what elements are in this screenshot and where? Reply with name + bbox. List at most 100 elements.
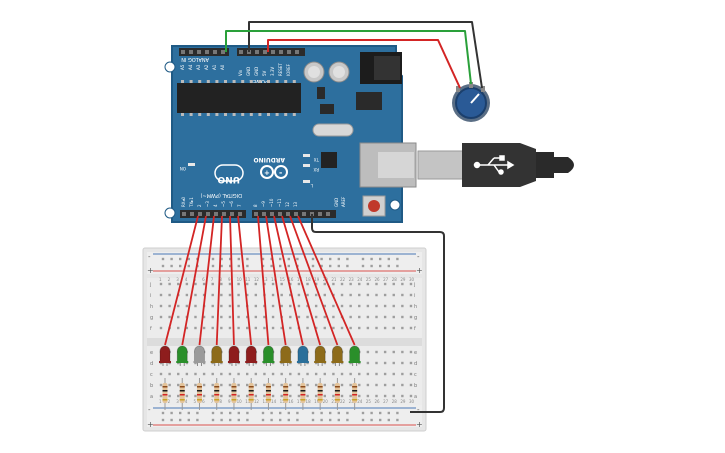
breadboard-hole xyxy=(340,394,344,398)
column-number: 10 xyxy=(237,399,243,404)
breadboard-hole xyxy=(366,315,370,319)
rail-hole xyxy=(370,411,373,415)
breadboard-hole xyxy=(263,383,266,387)
breadboard-hole xyxy=(168,293,171,297)
wire-red-pin-to-led xyxy=(164,215,199,346)
potentiometer[interactable] xyxy=(452,82,490,122)
rail-hole xyxy=(229,411,232,415)
analog-pin-label: A5 xyxy=(180,64,185,70)
chip-pin xyxy=(249,80,253,83)
breadboard-hole xyxy=(263,315,266,319)
breadboard-hole xyxy=(185,293,189,297)
column-number: 24 xyxy=(357,277,363,282)
wires xyxy=(164,21,483,413)
breadboard-hole xyxy=(271,293,275,297)
breadboard-hole xyxy=(228,326,232,330)
rail-hole xyxy=(279,418,282,422)
column-number: 27 xyxy=(383,399,389,404)
column-number: 19 xyxy=(314,277,320,282)
breadboard-hole xyxy=(159,326,163,330)
header-pin xyxy=(197,50,201,54)
resistor-band xyxy=(196,386,202,388)
breadboard-hole xyxy=(323,383,326,387)
breadboard-hole xyxy=(349,394,352,398)
column-number: 13 xyxy=(262,277,268,282)
breadboard-hole xyxy=(159,282,163,286)
column-number: 29 xyxy=(400,399,406,404)
breadboard-hole xyxy=(323,293,326,297)
breadboard-hole xyxy=(254,372,258,376)
rail-hole xyxy=(396,257,399,261)
breadboard-hole xyxy=(211,394,214,398)
column-number: 26 xyxy=(375,277,381,282)
digital-header-label: DIGITAL (PWM~) xyxy=(200,192,242,198)
column-number: 2 xyxy=(168,399,171,404)
rail-hole xyxy=(270,411,273,415)
breadboard-hole xyxy=(280,293,283,297)
wire-red-pin-to-led xyxy=(281,215,322,346)
breadboard-hole xyxy=(366,282,370,286)
breadboard-hole xyxy=(392,304,395,308)
breadboard-hole xyxy=(271,394,275,398)
breadboard-hole xyxy=(271,282,275,286)
header-pin xyxy=(295,50,299,54)
reset-button[interactable] xyxy=(368,200,380,212)
capacitor-top xyxy=(333,66,345,78)
resistor-band xyxy=(231,399,237,401)
breadboard-hole xyxy=(289,326,292,330)
resistor-band xyxy=(334,394,340,396)
svg-text:-: - xyxy=(279,168,282,177)
breadboard-hole xyxy=(185,304,189,308)
breadboard-hole xyxy=(228,293,232,297)
breadboard-hole xyxy=(375,394,378,398)
breadboard-hole xyxy=(194,372,197,376)
digital-pin-label: TX▸1 xyxy=(189,197,194,208)
wire-red-pin-to-led xyxy=(198,215,215,346)
usb-cable xyxy=(417,143,574,187)
breadboard-hole xyxy=(314,315,318,319)
header-pin xyxy=(206,212,210,216)
breadboard-hole xyxy=(409,372,413,376)
row-letter: i xyxy=(414,293,415,299)
rail-hole xyxy=(287,418,290,422)
resistor-band xyxy=(283,394,289,396)
digital-pin-label: ~3 xyxy=(205,201,210,207)
breadboard-hole xyxy=(383,326,387,330)
chip-pin xyxy=(224,80,227,83)
breadboard-hole xyxy=(280,304,283,308)
resistor-band xyxy=(248,394,254,396)
usb-b-port-inner xyxy=(378,152,414,178)
wire-green-a0-to-pot xyxy=(225,30,472,85)
header-pin xyxy=(254,212,258,216)
breadboard-hole xyxy=(409,326,413,330)
rail-hole xyxy=(229,257,232,261)
breadboard-hole xyxy=(246,326,249,330)
breadboard-hole xyxy=(332,394,335,398)
led-blue xyxy=(297,345,309,363)
rail-hole xyxy=(329,257,332,261)
row-letter: g xyxy=(150,315,153,321)
rail-hole xyxy=(270,257,273,261)
breadboard-hole xyxy=(177,315,180,319)
rail-hole xyxy=(161,418,165,422)
resistor-band xyxy=(352,394,358,396)
breadboard-hole xyxy=(383,282,387,286)
chip-pin xyxy=(232,113,236,116)
rail-hole xyxy=(246,264,249,268)
breadboard-hole xyxy=(383,372,387,376)
rail-hole xyxy=(346,411,349,415)
header-pin xyxy=(222,212,226,216)
bottom-rail-plus-label-right: + xyxy=(416,420,423,429)
column-number: 25 xyxy=(366,277,372,282)
chip-pin xyxy=(215,113,219,116)
breadboard-hole xyxy=(375,383,378,387)
breadboard-hole xyxy=(383,304,387,308)
row-letter: j xyxy=(413,282,415,288)
breadboard-hole xyxy=(289,383,292,387)
wire-red-pin-to-led xyxy=(297,215,356,346)
breadboard-hole xyxy=(366,361,370,365)
breadboard-hole xyxy=(271,304,275,308)
breadboard-hole xyxy=(211,293,214,297)
breadboard-hole xyxy=(297,315,301,319)
breadboard-hole xyxy=(289,315,292,319)
